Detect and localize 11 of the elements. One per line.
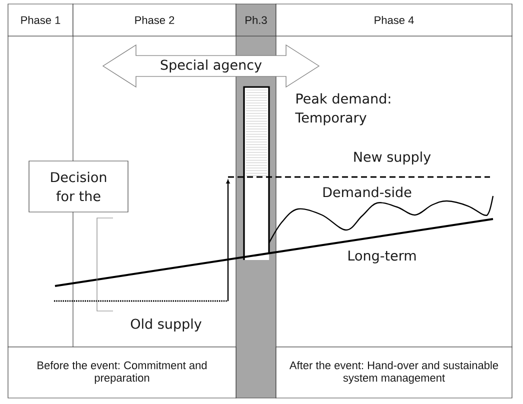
text-box: Decision for the [28,160,128,212]
phase-header: Ph.3 [236,4,276,36]
phase-header: Phase 1 [8,4,74,36]
curve-label: Old supply [130,318,202,332]
description-cell: Before the event: Commitment and preparation [8,346,236,398]
phase-header: Phase 4 [276,4,512,36]
description-cell: After the event: Hand-over and sustainable system management [276,346,512,398]
curve-label: Demand-side [323,186,412,198]
bar-label: Peak demand: Temporary [295,93,390,126]
curve-label: New supply [354,151,431,165]
curve-label: Long-term [348,250,416,264]
